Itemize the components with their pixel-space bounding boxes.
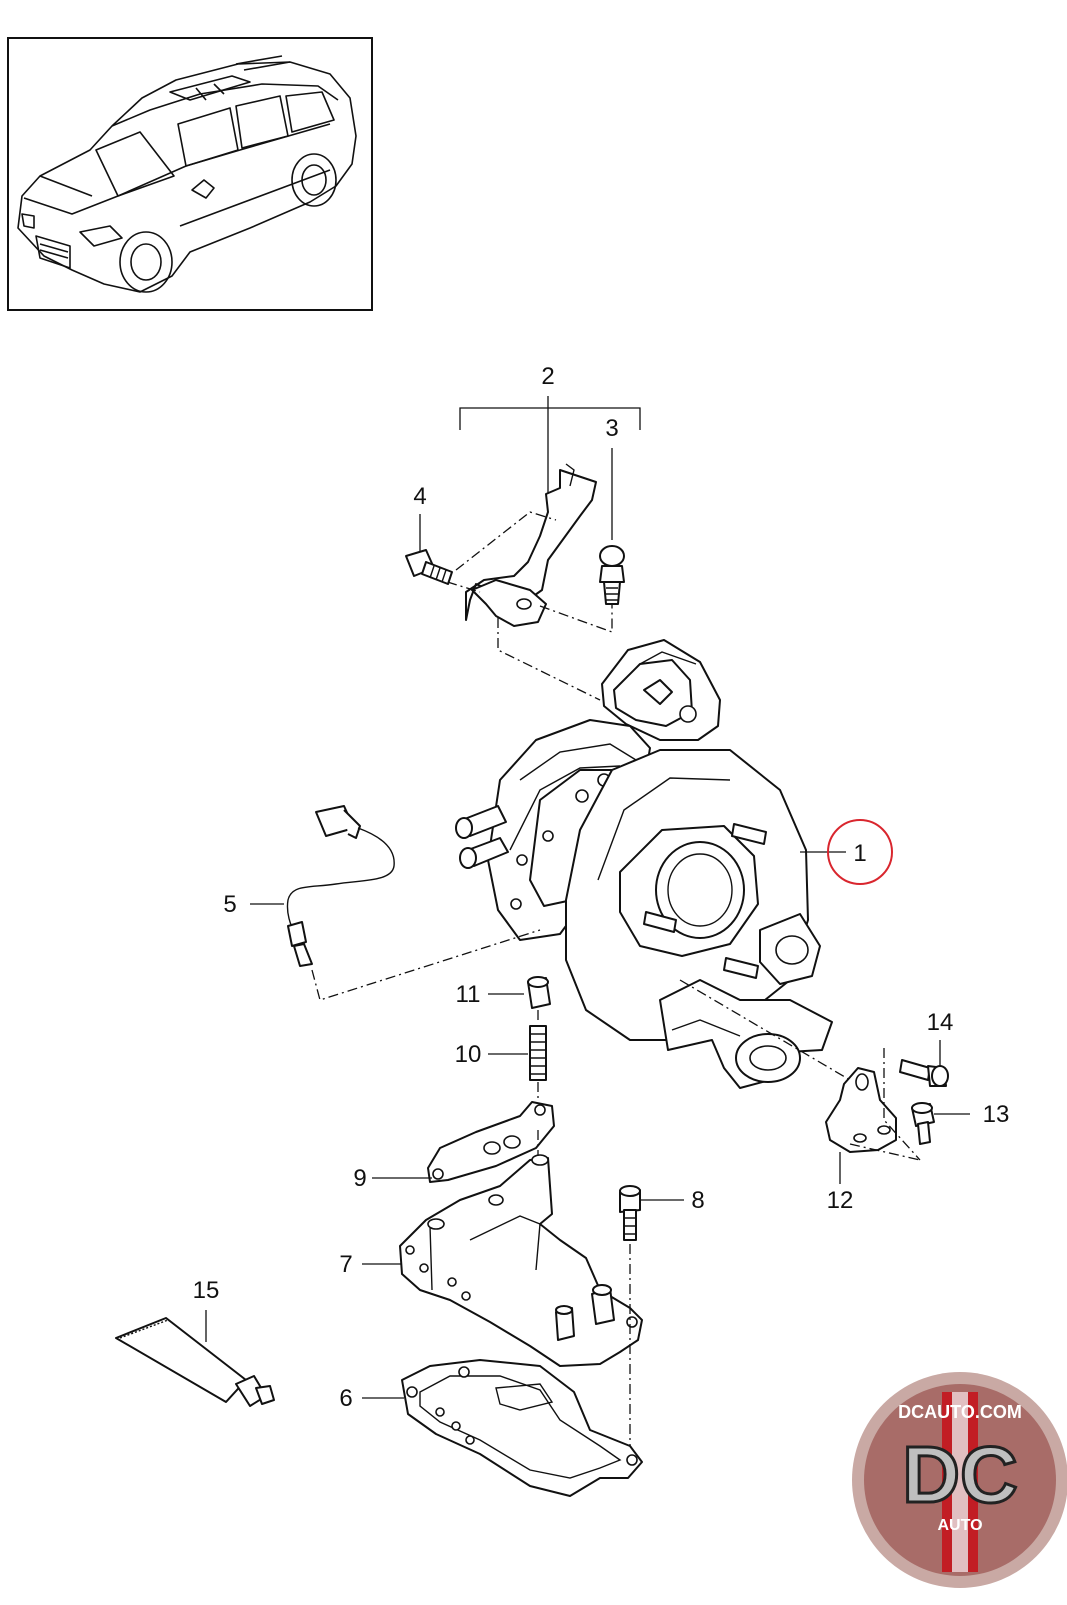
turbocharger-part-1 <box>455 639 833 1089</box>
ball-stud-part-3 <box>599 545 625 605</box>
sealant-tube-part-15 <box>115 1317 275 1407</box>
gasket-part-6 <box>401 1359 643 1497</box>
suv-vehicle-icon <box>17 55 357 293</box>
gasket-part-9 <box>427 1101 555 1183</box>
callout-5: 5 <box>223 891 236 918</box>
callout-10: 10 <box>455 1041 482 1068</box>
callout-13: 13 <box>983 1101 1010 1128</box>
callout-3: 3 <box>605 415 618 442</box>
stud-part-10 <box>529 1025 547 1081</box>
callout-14: 14 <box>927 1009 954 1036</box>
callout-9: 9 <box>353 1165 366 1192</box>
callout-4: 4 <box>413 483 426 510</box>
bracket-part-2 <box>465 463 597 627</box>
callout-12: 12 <box>827 1187 854 1214</box>
callout-7: 7 <box>339 1251 352 1278</box>
bolt-part-4 <box>405 549 453 585</box>
bracket-part-12 <box>825 1067 897 1153</box>
drain-adapter-part-7 <box>399 1154 643 1367</box>
bolt-part-8 <box>619 1185 641 1241</box>
callout-15: 15 <box>193 1277 220 1304</box>
dcauto-logo: DCAUTO.COM DC AUTO <box>852 1372 1067 1588</box>
callout-6: 6 <box>339 1385 352 1412</box>
callout-8: 8 <box>691 1187 704 1214</box>
logo-domain: DCAUTO.COM <box>898 1402 1022 1422</box>
bolt-part-14 <box>899 1059 949 1087</box>
callout-2: 2 <box>541 363 554 390</box>
nut-part-11 <box>527 976 551 1009</box>
callout-11: 11 <box>456 981 481 1008</box>
callout-1: 1 <box>853 840 866 867</box>
highlight-circle <box>827 819 893 885</box>
logo-mark: DC <box>902 1430 1018 1519</box>
bolt-part-13 <box>911 1102 935 1145</box>
sensor-part-5 <box>286 805 395 967</box>
logo-sub: AUTO <box>937 1517 982 1534</box>
vehicle-thumbnail <box>7 37 373 311</box>
